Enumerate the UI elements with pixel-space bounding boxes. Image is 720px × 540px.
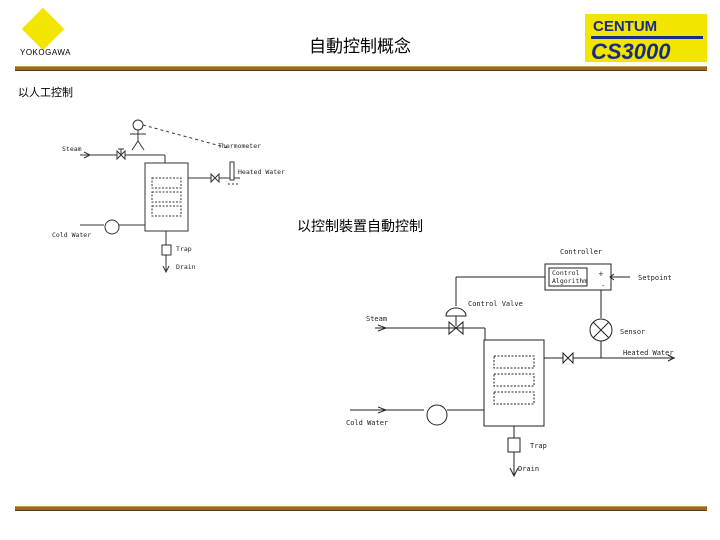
auto-diagram-labels: Controller Control Algorithm Setpoint Co… <box>346 248 674 473</box>
manual-diagram-labels: Steam Thermometer Heated Water Cold Wate… <box>52 142 285 271</box>
control-algorithm-box <box>548 267 588 287</box>
label-thermometer: Thermometer <box>218 142 261 150</box>
label-drain: Drain <box>176 263 196 271</box>
label-trap: Trap <box>176 245 192 253</box>
label-steam-auto: Steam <box>366 315 387 323</box>
label-heated-water: Heated Water <box>238 168 285 176</box>
label-cold-water: Cold Water <box>52 231 91 239</box>
centum-cs3000-logo: CENTUM CS3000 <box>585 14 707 62</box>
manual-heat-exchanger <box>144 162 189 232</box>
manual-control-heading: 以人工控制 <box>18 86 73 99</box>
manual-valve-icon <box>116 148 126 161</box>
manual-control-diagram <box>80 119 240 274</box>
page-title: 自動控制概念 <box>309 37 411 57</box>
label-sensor: Sensor <box>620 328 645 336</box>
manual-pump-icon <box>104 219 120 235</box>
label-trap-auto: Trap <box>530 442 547 450</box>
label-heated-water-auto: Heated Water <box>623 349 674 357</box>
footer-divider <box>15 506 707 511</box>
control-valve-icon <box>445 307 467 336</box>
brand-name: YOKOGAWA <box>20 48 71 57</box>
sensor-icon <box>589 318 613 342</box>
label-control-valve: Control Valve <box>468 300 523 308</box>
auto-heat-exchanger <box>483 339 545 427</box>
operator-icon <box>130 119 146 151</box>
label-controller: Controller <box>560 248 602 256</box>
svg-text:-: - <box>602 282 605 290</box>
svg-text:CENTUM: CENTUM <box>593 18 657 35</box>
trap-box <box>507 437 521 453</box>
auto-control-heading: 以控制裝置自動控制 <box>297 219 423 235</box>
auto-pump-icon <box>426 404 448 426</box>
svg-text:+: + <box>598 270 604 278</box>
label-steam: Steam <box>62 145 82 153</box>
auto-control-diagram: + - <box>350 263 676 478</box>
svg-text:CS3000: CS3000 <box>591 39 671 62</box>
header-divider <box>15 66 707 71</box>
label-cold-water-auto: Cold Water <box>346 419 388 427</box>
label-setpoint: Setpoint <box>638 274 672 282</box>
label-control-algo-2: Algorithm <box>552 277 587 285</box>
label-drain-auto: Drain <box>518 465 539 473</box>
label-control-algo-1: Control <box>552 269 579 277</box>
